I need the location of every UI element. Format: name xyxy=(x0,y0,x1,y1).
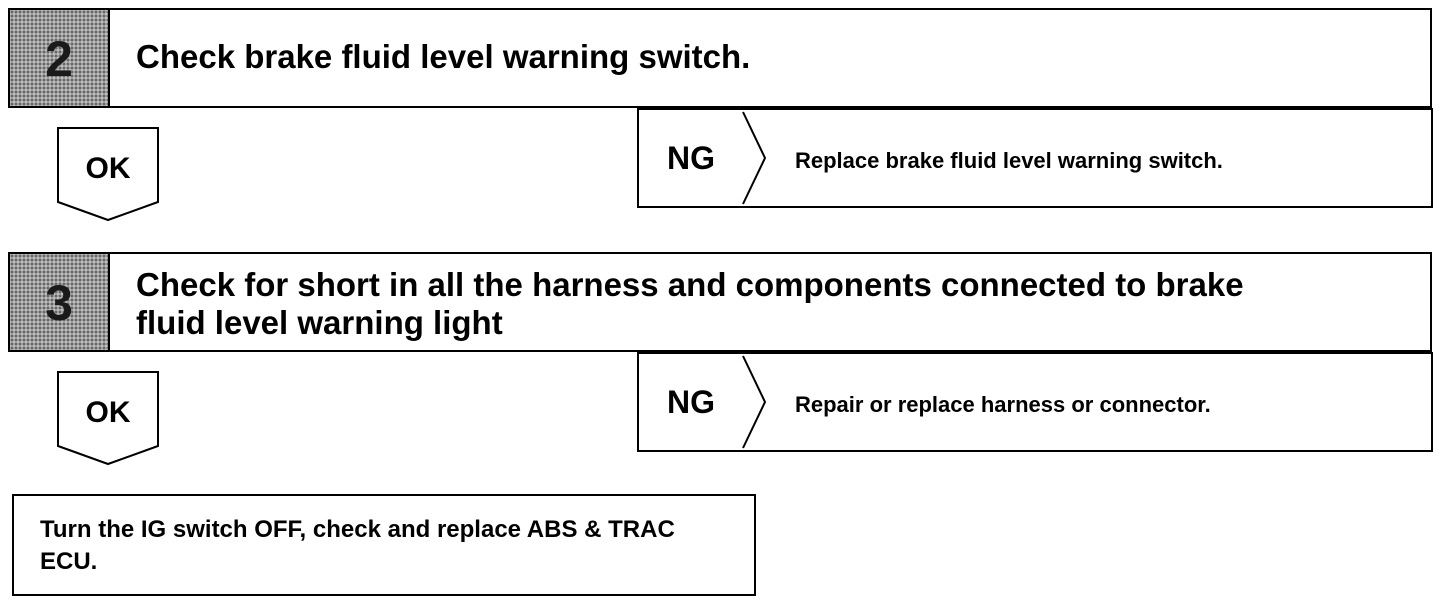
final-action-box: Turn the IG switch OFF, check and replac… xyxy=(12,494,756,596)
step-2-number: 2 xyxy=(45,31,73,87)
step-2-ng-label: NG xyxy=(667,140,715,176)
step-3-ng-chevron-icon xyxy=(742,355,767,449)
step-3-ng-label: NG xyxy=(667,384,715,420)
step-3-title-line1: Check for short in all the harness and c… xyxy=(136,266,1244,303)
step-3-header: 3 Check for short in all the harness and… xyxy=(8,252,1432,352)
step-3-ok-arrow-shape xyxy=(57,371,159,466)
step-2-ok-arrow-shape xyxy=(57,127,159,222)
step-3-number-cell: 3 xyxy=(10,254,110,350)
step-2-header: 2 Check brake fluid level warning switch… xyxy=(8,8,1432,108)
step-3-number: 3 xyxy=(45,275,73,331)
step-3-title-line2: fluid level warning light xyxy=(136,304,503,341)
step-2-ok-label: OK xyxy=(85,152,131,185)
step-2-ng-action: Replace brake fluid level warning switch… xyxy=(795,148,1223,173)
step-2-ng-box: NG Replace brake fluid level warning swi… xyxy=(637,108,1433,208)
step-3-ok-label: OK xyxy=(85,396,131,429)
step-2-number-cell: 2 xyxy=(10,10,110,106)
step-2-title: Check brake fluid level warning switch. xyxy=(136,38,751,75)
step-3-ng-action: Repair or replace harness or connector. xyxy=(795,392,1211,417)
step-3-ng-box: NG Repair or replace harness or connecto… xyxy=(637,352,1433,452)
final-action-text: Turn the IG switch OFF, check and replac… xyxy=(40,516,675,575)
step-2-ng-chevron-icon xyxy=(742,111,767,205)
